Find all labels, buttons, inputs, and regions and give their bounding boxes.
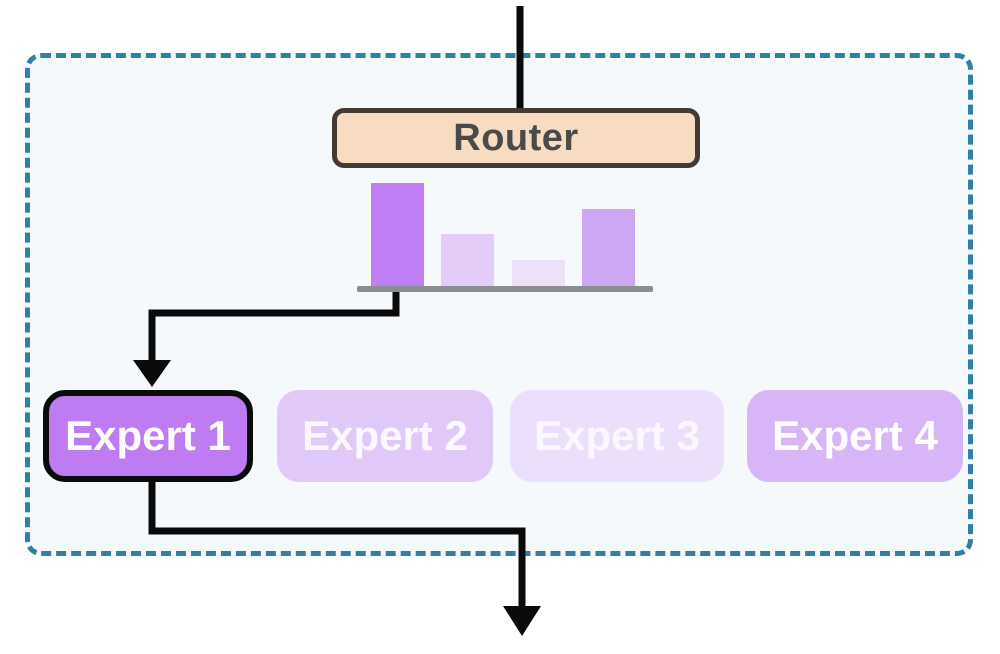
weight-bar-2 — [441, 234, 494, 286]
weight-bar-1 — [371, 183, 424, 286]
expert-box-2: Expert 2 — [277, 390, 493, 482]
weight-bar-3 — [512, 260, 565, 286]
weight-bar-4 — [582, 209, 635, 286]
expert1-output-arrow-head — [503, 606, 541, 636]
expert-3-label: Expert 3 — [534, 412, 700, 459]
expert-4-label: Expert 4 — [772, 412, 938, 459]
router-weights-chart — [357, 183, 653, 292]
expert-box-3: Expert 3 — [510, 390, 724, 482]
expert-box-1: Expert 1 — [43, 390, 253, 482]
experts-row: Expert 1 Expert 2 Expert 3 Expert 4 — [0, 390, 1000, 482]
expert-1-label: Expert 1 — [65, 412, 231, 459]
weights-baseline — [357, 286, 653, 292]
router-label: Router — [453, 116, 579, 159]
router-box: Router — [332, 108, 700, 168]
expert-2-label: Expert 2 — [302, 412, 468, 459]
expert-box-4: Expert 4 — [747, 390, 963, 482]
